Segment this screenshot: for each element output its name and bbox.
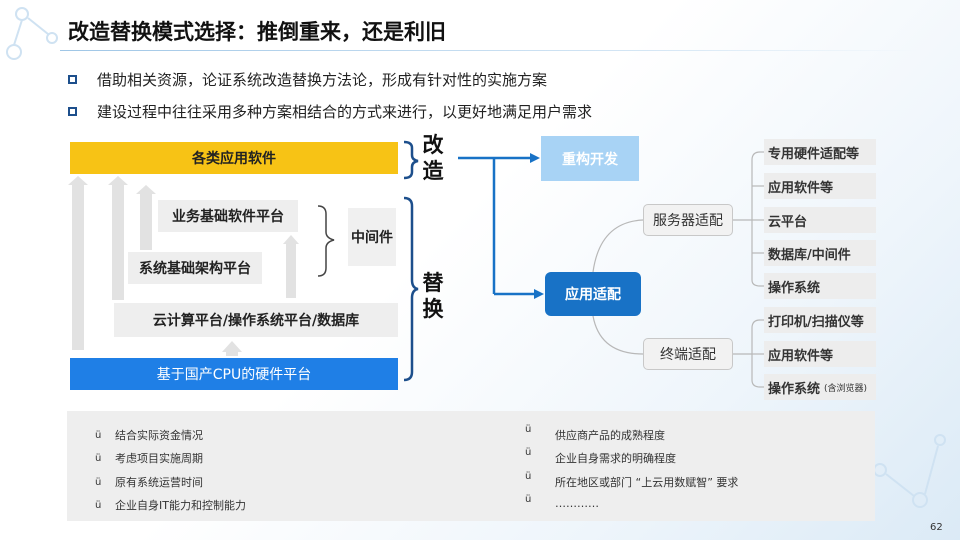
factor-item: 考虑项目实施周期 [115, 452, 203, 465]
app-adapt-box: 应用适配 [545, 272, 641, 316]
check-icon: ü [95, 430, 102, 441]
reconstruct-box: 重构开发 [541, 136, 639, 181]
server-leaf: 数据库/中间件 [764, 240, 876, 266]
bullet-item: 借助相关资源，论证系统改造替换方法论，形成有针对性的实施方案 [68, 69, 547, 90]
layer-business-platform: 业务基础软件平台 [158, 200, 298, 232]
check-icon: ü [95, 453, 102, 464]
server-leaf: 应用软件等 [764, 173, 876, 199]
factor-item: 企业自身需求的明确程度 [555, 452, 676, 465]
replace-label: 替换 [422, 271, 444, 321]
layer-apps: 各类应用软件 [70, 142, 398, 174]
check-icon: ü [95, 500, 102, 511]
check-icon: ü [525, 494, 532, 505]
factor-item: ………… [555, 497, 599, 510]
terminal-leaf: 打印机/扫描仪等 [764, 307, 876, 333]
terminal-leaf: 应用软件等 [764, 341, 876, 367]
factor-item: 结合实际资金情况 [115, 429, 203, 442]
check-icon: ü [525, 424, 532, 435]
renovate-label: 改造 [422, 133, 444, 183]
server-adapt-box: 服务器适配 [643, 204, 733, 236]
layer-hardware: 基于国产CPU的硬件平台 [70, 358, 398, 390]
terminal-leaf-note: (含浏览器) [824, 383, 868, 394]
server-leaf: 云平台 [764, 207, 876, 233]
server-leaf: 专用硬件适配等 [764, 139, 876, 165]
check-icon: ü [95, 477, 102, 488]
layer-system-infrastructure: 系统基础架构平台 [128, 252, 262, 284]
bullet-item: 建设过程中往往采用多种方案相结合的方式来进行，以更好地满足用户需求 [68, 101, 592, 122]
title-divider [60, 50, 920, 51]
check-icon: ü [525, 447, 532, 458]
square-bullet-icon [68, 107, 77, 116]
terminal-leaf-text: 操作系统 [768, 381, 821, 397]
layer-cloud-os-db: 云计算平台/操作系统平台/数据库 [114, 303, 398, 337]
bullet-text: 建设过程中往往采用多种方案相结合的方式来进行，以更好地满足用户需求 [97, 103, 593, 121]
page-title: 改造替换模式选择：推倒重来，还是利旧 [68, 20, 446, 44]
server-leaf: 操作系统 [764, 273, 876, 299]
check-icon: ü [525, 471, 532, 482]
square-bullet-icon [68, 75, 77, 84]
middleware-label: 中间件 [348, 208, 396, 266]
factor-item: 所在地区或部门 “上云用数赋智” 要求 [555, 476, 739, 489]
factors-panel: ü 结合实际资金情况 ü 考虑项目实施周期 ü 原有系统运营时间 ü 企业自身I… [67, 411, 875, 521]
factor-item: 原有系统运营时间 [115, 476, 203, 489]
factor-item: 企业自身IT能力和控制能力 [115, 499, 246, 512]
terminal-adapt-box: 终端适配 [643, 338, 733, 370]
factor-item: 供应商产品的成熟程度 [555, 429, 665, 442]
bullet-text: 借助相关资源，论证系统改造替换方法论，形成有针对性的实施方案 [97, 71, 548, 89]
page-number: 62 [930, 522, 943, 533]
terminal-leaf: 操作系统(含浏览器) [764, 374, 876, 400]
